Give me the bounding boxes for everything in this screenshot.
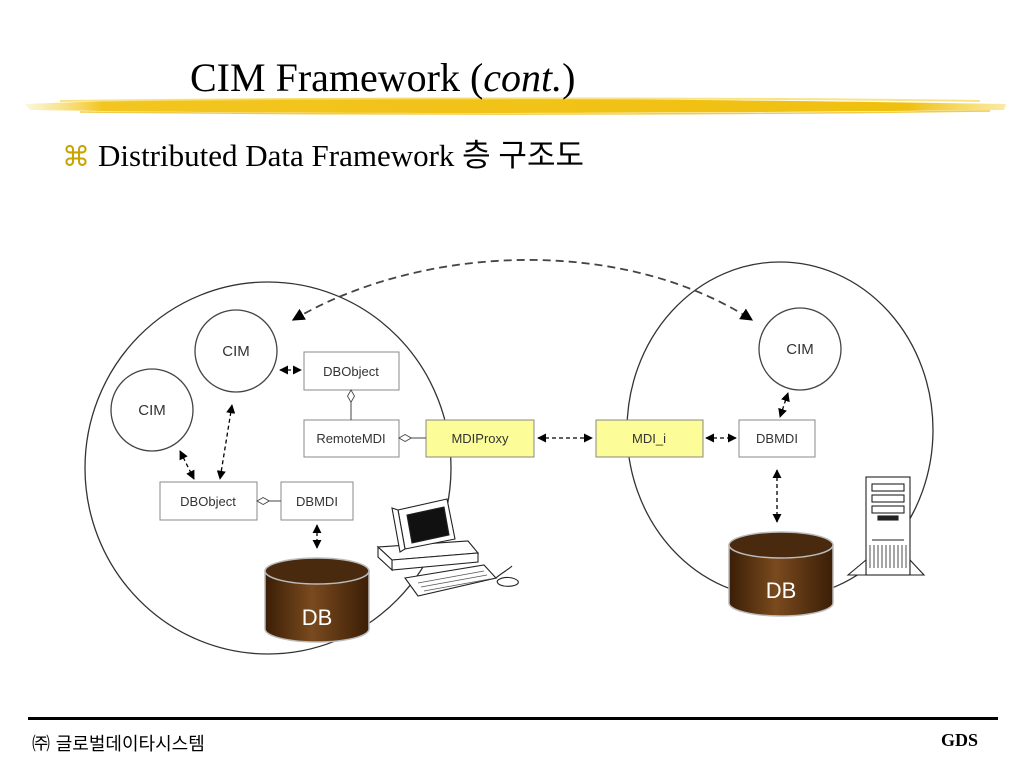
left-dbmdi-label: DBMDI: [296, 494, 338, 509]
left-node-boundary: [84, 281, 452, 655]
left-cim-top-label: CIM: [222, 343, 250, 360]
left-dbmdi-box: [280, 481, 354, 521]
left-cim-left-label: CIM: [138, 402, 166, 419]
left-database-cylinder-icon: DB: [264, 557, 370, 643]
mdi-proxy-label: MDIProxy: [451, 431, 509, 446]
command-key-icon: ⌘: [62, 140, 90, 173]
right-dbmdi-box: [738, 419, 816, 458]
left-cim-top: [194, 309, 278, 393]
mdi-i-label: MDI_i: [632, 431, 666, 446]
mdi-proxy-box: [425, 419, 535, 458]
remote-mdi-label: RemoteMDI: [316, 431, 385, 446]
footer-company-name: ㈜ 글로벌데이타시스템: [32, 734, 205, 755]
left-cim-left: [110, 368, 194, 452]
title-italic: cont.: [483, 55, 563, 100]
dbobject-bottom-box: [159, 481, 258, 521]
footer-divider: [28, 717, 998, 720]
distributed-data-framework-diagram: CIM CIM DBObject RemoteMDI DBObject DBMD…: [84, 259, 934, 655]
right-dbmdi-label: DBMDI: [756, 431, 798, 446]
title-underline-decoration: [25, 97, 1006, 115]
footer-company-code: GDS: [940, 730, 978, 750]
cim-left-dbobject-link: [179, 450, 195, 480]
left-db-label: DB: [302, 605, 333, 630]
dbobject-top-label: DBObject: [323, 364, 379, 379]
remote-mdi-box: [303, 419, 400, 458]
right-cim-dbmdi-link: [778, 392, 790, 418]
title-main: CIM Framework (: [190, 55, 484, 100]
mdi-i-box: [595, 419, 704, 458]
dbobject-bottom-label: DBObject: [180, 494, 236, 509]
title-end: ): [562, 55, 576, 100]
cim-to-cim-link: [291, 259, 754, 321]
cim-top-dbobject-link: [216, 404, 236, 480]
server-tower-icon: [846, 476, 926, 576]
right-db-label: DB: [766, 578, 797, 603]
right-cim: [758, 307, 842, 391]
right-cim-label: CIM: [786, 341, 814, 358]
right-database-cylinder-icon: DB: [728, 531, 834, 617]
desktop-computer-icon: [376, 498, 519, 597]
slide-title: CIM Framework (cont.): [190, 58, 575, 98]
bullet-item: ⌘Distributed Data Framework 층 구조도: [62, 140, 584, 171]
bullet-text: Distributed Data Framework 층 구조도: [98, 138, 584, 173]
